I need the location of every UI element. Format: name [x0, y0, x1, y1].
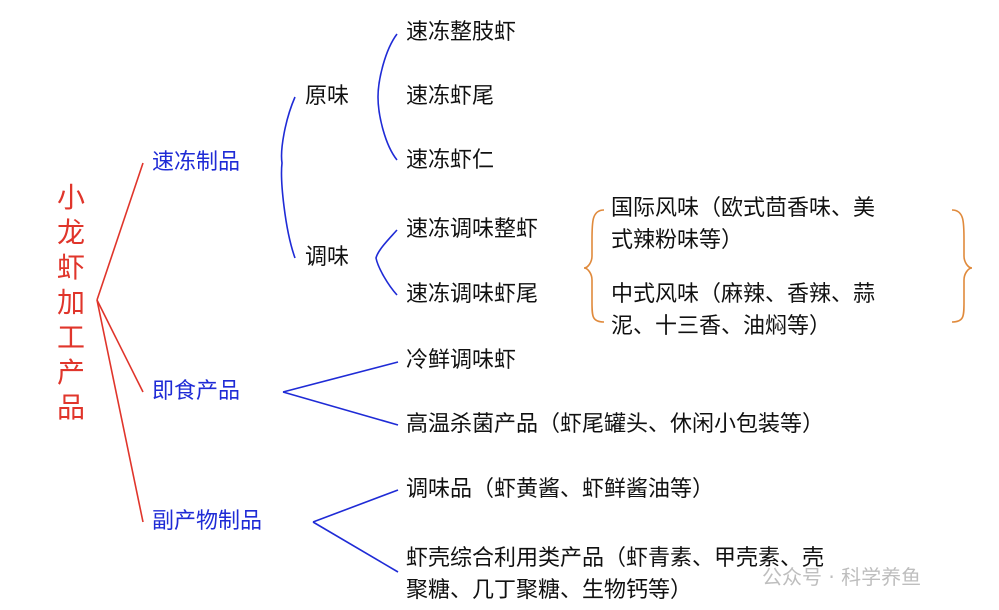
- node-byproduct: 副产物制品: [152, 509, 263, 534]
- node-frozen: 速冻制品: [152, 150, 241, 175]
- root-node: 小龙虾加工产品: [56, 181, 85, 424]
- leaf-frozen-meat: 速冻虾仁: [406, 148, 495, 173]
- root-connectors: [96, 162, 144, 523]
- leaf-condiments: 调味品（虾黄酱、虾鲜酱油等）: [406, 477, 715, 502]
- flavor-chinese-line1: 中式风味（麻辣、香辣、蒜: [611, 282, 876, 307]
- leaf-chilled-seasoned: 冷鲜调味虾: [406, 348, 517, 373]
- flavor-braces: [583, 209, 973, 323]
- flavor-international-line1: 国际风味（欧式茴香味、美: [611, 196, 876, 221]
- watermark: 公众号 · 科学养鱼: [762, 565, 922, 589]
- leaf-seasoned-tail: 速冻调味虾尾: [406, 282, 539, 307]
- leaf-seasoned-whole: 速冻调味整虾: [406, 217, 539, 242]
- leaf-shell-line2: 聚糖、几丁聚糖、生物钙等）: [406, 578, 693, 603]
- leaf-frozen-whole: 速冻整肢虾: [406, 20, 517, 45]
- branch-connectors: [280, 33, 399, 573]
- leaf-frozen-tail: 速冻虾尾: [406, 84, 495, 109]
- node-seasoned: 调味: [305, 245, 350, 270]
- leaf-shell-line1: 虾壳综合利用类产品（虾青素、甲壳素、壳: [406, 546, 825, 571]
- leaf-sterilized: 高温杀菌产品（虾尾罐头、休闲小包装等）: [406, 412, 825, 437]
- node-original-flavor: 原味: [305, 84, 350, 109]
- flavor-chinese-line2: 泥、十三香、油焖等）: [611, 314, 832, 339]
- node-ready-to-eat: 即食产品: [152, 379, 241, 404]
- flavor-international-line2: 式辣粉味等）: [611, 228, 744, 253]
